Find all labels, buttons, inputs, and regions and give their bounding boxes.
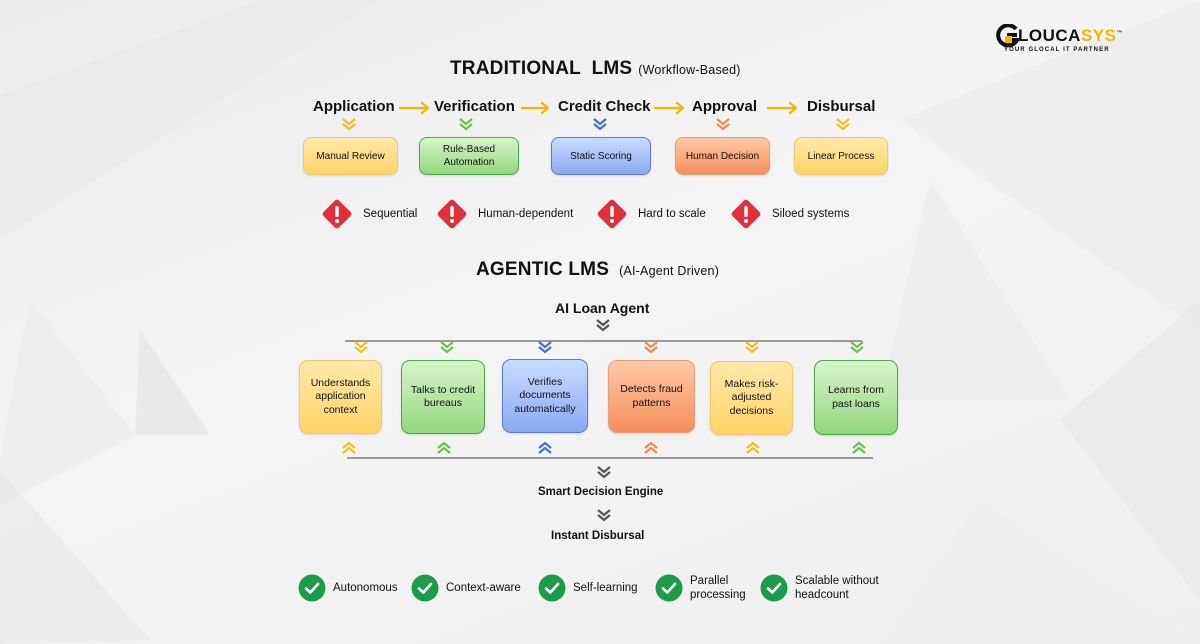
workflow-step-label: Credit Check — [558, 98, 651, 115]
smart-decision-engine-label: Smart Decision Engine — [538, 486, 664, 498]
chevron-down-icon — [459, 118, 473, 131]
drawback-label: Human-dependent — [478, 208, 574, 220]
chevron-down-icon — [596, 319, 610, 332]
workflow-step-box: Static Scoring — [551, 137, 651, 175]
drawback-item: Siloed systems — [728, 196, 849, 232]
benefit-item: Self-learning — [538, 574, 638, 602]
drawback-label: Siloed systems — [772, 208, 850, 220]
chevron-down-icon — [836, 118, 850, 131]
benefit-label: Parallel processing — [690, 575, 746, 601]
instant-disbursal-label: Instant Disbursal — [551, 530, 645, 542]
capability-box: Detects fraud patterns — [608, 360, 695, 433]
logo-mark-icon — [996, 24, 1020, 48]
arrow-right-icon — [767, 101, 798, 115]
agent-distribution-line — [345, 340, 862, 342]
workflow-step-box: Linear Process — [794, 137, 888, 175]
benefit-label: Self-learning — [573, 582, 638, 594]
workflow-step-label: Approval — [692, 98, 758, 115]
traditional-subtitle: (Workflow-Based) — [638, 63, 741, 77]
chevron-up-icon — [852, 441, 866, 454]
workflow-step-box: Human Decision — [675, 137, 770, 175]
check-circle-icon — [538, 574, 566, 602]
drawback-item: Sequential — [319, 196, 417, 232]
ai-loan-agent-label: AI Loan Agent — [555, 300, 650, 316]
check-circle-icon — [298, 574, 326, 602]
drawback-label: Sequential — [363, 208, 418, 220]
agentic-subtitle: (AI-Agent Driven) — [619, 264, 720, 278]
capability-box: Talks to credit bureaus — [401, 360, 485, 434]
logo-tagline: YOUR GLOCAL IT PARTNER — [1004, 47, 1110, 53]
chevron-up-icon — [437, 441, 451, 454]
chevron-down-icon — [850, 341, 864, 354]
chevron-down-icon — [597, 466, 611, 479]
drawback-label: Hard to scale — [638, 208, 706, 220]
benefit-item: Parallel processing — [655, 574, 746, 602]
benefit-item: Autonomous — [298, 574, 398, 602]
check-circle-icon — [760, 574, 788, 602]
benefit-item: Scalable without headcount — [760, 574, 879, 602]
agentic-title-text: AGENTIC LMS — [476, 259, 610, 280]
benefit-label: Scalable without headcount — [795, 575, 879, 601]
chevron-down-icon — [644, 341, 658, 354]
chevron-up-icon — [644, 441, 658, 454]
capability-box: Verifies documents automatically — [502, 359, 588, 433]
chevron-up-icon — [746, 441, 760, 454]
brand-logo: LOUCASYS™ YOUR GLOCAL IT PARTNER — [996, 24, 1126, 58]
check-circle-icon — [655, 574, 683, 602]
benefit-item: Context-aware — [411, 574, 521, 602]
chevron-up-icon — [538, 441, 552, 454]
chevron-down-icon — [593, 118, 607, 131]
chevron-down-icon — [354, 341, 368, 354]
chevron-down-icon — [342, 118, 356, 131]
chevron-down-icon — [597, 509, 611, 522]
check-circle-icon — [411, 574, 439, 602]
chevron-up-icon — [342, 441, 356, 454]
workflow-step-label: Verification — [434, 98, 515, 115]
benefit-label: Autonomous — [333, 582, 398, 594]
logo-wordmark: LOUCASYS™ — [1018, 26, 1123, 46]
warning-diamond-icon — [597, 199, 627, 229]
workflow-step-box: Rule-Based Automation — [419, 137, 519, 175]
traditional-title-text: TRADITIONAL LMS — [450, 58, 633, 79]
arrow-right-icon — [399, 101, 430, 115]
capability-box: Learns from past loans — [814, 360, 898, 435]
warning-diamond-icon — [731, 199, 761, 229]
logo-text-dark: LOUCA — [1018, 26, 1081, 45]
workflow-step-label: Application — [313, 98, 395, 115]
benefit-label: Context-aware — [446, 582, 521, 594]
drawback-item: Hard to scale — [594, 196, 706, 232]
agent-aggregation-line — [347, 457, 873, 459]
agentic-lms-title: AGENTIC LMS (AI-Agent Driven) — [476, 259, 719, 281]
warning-diamond-icon — [437, 199, 467, 229]
chevron-down-icon — [716, 118, 730, 131]
logo-text-accent: SYS — [1080, 26, 1117, 45]
arrow-right-icon — [654, 101, 685, 115]
chevron-down-icon — [538, 341, 552, 354]
chevron-down-icon — [745, 341, 759, 354]
workflow-step-box: Manual Review — [303, 137, 398, 175]
warning-diamond-icon — [322, 199, 352, 229]
chevron-down-icon — [440, 341, 454, 354]
workflow-step-label: Disbursal — [807, 98, 876, 115]
trademark: ™ — [1116, 30, 1123, 37]
traditional-lms-title: TRADITIONAL LMS (Workflow-Based) — [450, 58, 741, 80]
arrow-right-icon — [521, 101, 550, 115]
drawback-item: Human-dependent — [434, 196, 573, 232]
capability-box: Understands application context — [299, 360, 382, 434]
capability-box: Makes risk-adjusted decisions — [710, 361, 793, 435]
